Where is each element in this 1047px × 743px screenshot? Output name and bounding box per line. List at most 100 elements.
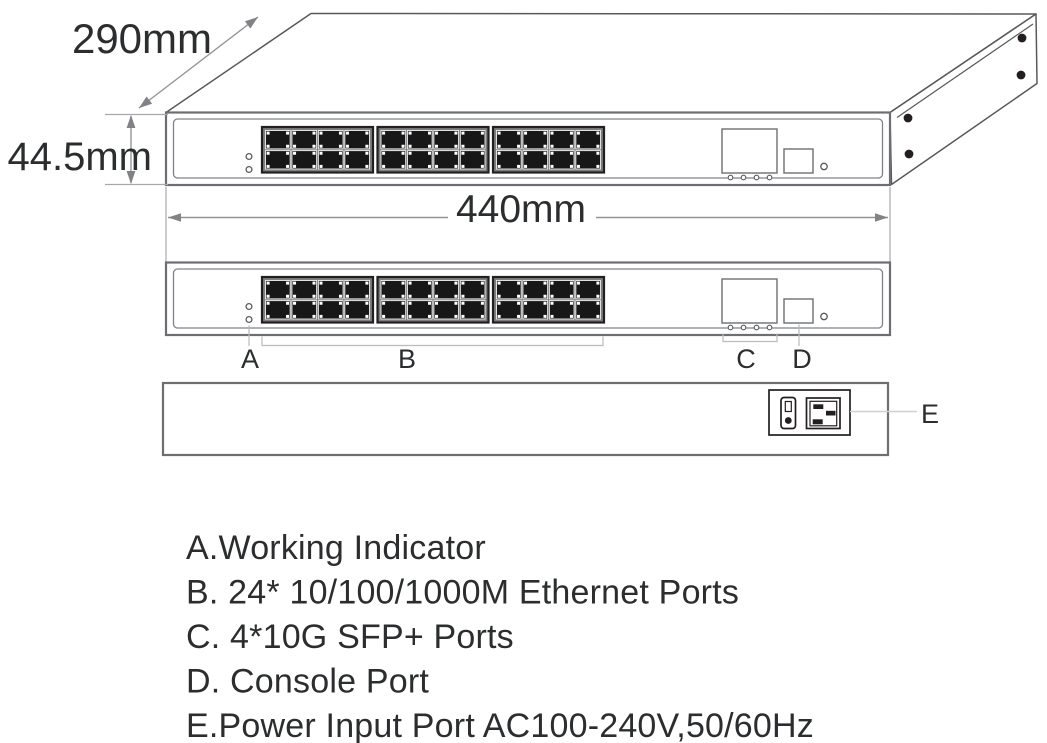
port-notch bbox=[401, 281, 405, 285]
ethernet-port bbox=[459, 300, 486, 320]
port-notch bbox=[461, 314, 465, 318]
port-notch bbox=[569, 314, 573, 318]
port-notch bbox=[454, 144, 458, 148]
height-dimension-label: 44.5mm bbox=[8, 135, 153, 179]
port-notch bbox=[286, 281, 290, 285]
port-notch bbox=[266, 314, 270, 318]
port-notch bbox=[401, 151, 405, 155]
port-notch bbox=[497, 301, 501, 305]
power-switch-mark-on bbox=[784, 400, 792, 413]
port-notch bbox=[382, 164, 386, 168]
port-notch bbox=[524, 281, 528, 285]
ethernet-port bbox=[575, 150, 601, 170]
port-notch bbox=[480, 144, 484, 148]
port-notch bbox=[435, 314, 438, 318]
port-notch bbox=[312, 301, 316, 305]
port-notch bbox=[569, 151, 573, 155]
port-notch bbox=[454, 294, 458, 298]
ethernet-port bbox=[407, 280, 433, 300]
ethernet-port bbox=[522, 280, 549, 300]
screw-hole bbox=[904, 149, 914, 159]
port-notch bbox=[319, 314, 323, 318]
ethernet-port bbox=[265, 300, 291, 320]
ethernet-ports bbox=[260, 125, 606, 174]
height-arrowhead-top bbox=[126, 115, 136, 128]
port-notch bbox=[524, 164, 528, 168]
port-notch bbox=[550, 281, 554, 285]
port-notch bbox=[365, 301, 369, 305]
port-notch bbox=[338, 301, 342, 305]
console-port bbox=[783, 148, 814, 174]
port-notch bbox=[293, 281, 297, 285]
port-notch bbox=[312, 281, 316, 285]
port-notch bbox=[293, 144, 297, 148]
port-notch bbox=[293, 301, 297, 305]
screw-hole bbox=[903, 113, 913, 123]
depth-dimension-label: 290mm bbox=[72, 15, 212, 62]
rear-view-outline bbox=[161, 381, 890, 457]
port-notch bbox=[286, 131, 290, 135]
port-notch bbox=[319, 301, 323, 305]
legend-item-a: A.Working Indicator bbox=[186, 529, 486, 567]
callouts: A B C D bbox=[241, 324, 812, 374]
port-notch bbox=[408, 144, 412, 148]
port-notch bbox=[286, 301, 290, 305]
port-notch bbox=[401, 301, 405, 305]
sfp-status-led bbox=[740, 324, 747, 331]
port-notch bbox=[312, 164, 316, 168]
port-notch bbox=[293, 151, 297, 155]
port-notch bbox=[345, 131, 349, 135]
port-notch bbox=[382, 131, 386, 135]
ethernet-port bbox=[317, 130, 344, 150]
port-notch bbox=[517, 281, 521, 285]
port-notch bbox=[569, 131, 573, 135]
ethernet-port bbox=[265, 130, 291, 150]
port-notch bbox=[596, 314, 600, 318]
isometric-view bbox=[164, 12, 1038, 187]
ethernet-ports bbox=[260, 275, 606, 324]
port-notch bbox=[517, 314, 521, 318]
ethernet-port bbox=[344, 300, 370, 320]
port-notch bbox=[266, 294, 270, 298]
depth-dimension-line bbox=[138, 16, 259, 109]
port-notch bbox=[454, 164, 458, 168]
ethernet-port bbox=[459, 150, 486, 170]
port-notch bbox=[365, 151, 369, 155]
port-notch bbox=[382, 294, 386, 298]
port-notch bbox=[497, 294, 501, 298]
port-notch bbox=[338, 144, 342, 148]
sfp-status-led bbox=[727, 324, 734, 331]
width-arrowhead-right bbox=[875, 213, 888, 222]
port-notch bbox=[543, 314, 547, 318]
port-notch bbox=[365, 144, 369, 148]
port-notch bbox=[435, 281, 438, 285]
port-notch bbox=[550, 301, 554, 305]
width-arrowhead-left bbox=[168, 213, 181, 222]
port-notch bbox=[497, 281, 501, 285]
port-notch bbox=[543, 144, 547, 148]
sfp-status-leds bbox=[727, 324, 773, 331]
port-notch bbox=[517, 294, 521, 298]
ethernet-port bbox=[380, 280, 407, 300]
port-notch bbox=[596, 131, 600, 135]
port-notch bbox=[286, 164, 290, 168]
port-notch bbox=[266, 131, 270, 135]
sfp-status-led bbox=[740, 174, 747, 181]
port-notch bbox=[569, 294, 573, 298]
port-notch bbox=[266, 151, 270, 155]
port-notch bbox=[543, 294, 547, 298]
port-notch bbox=[293, 294, 297, 298]
side-screw-holes bbox=[903, 33, 1027, 159]
callout-b-label: B bbox=[398, 344, 416, 374]
port-notch bbox=[454, 281, 458, 285]
port-notch bbox=[596, 164, 600, 168]
port-notch bbox=[576, 281, 580, 285]
port-notch bbox=[312, 151, 316, 155]
port-notch bbox=[408, 314, 412, 318]
port-notch bbox=[596, 144, 600, 148]
port-notch bbox=[576, 294, 580, 298]
port-notch bbox=[596, 294, 600, 298]
dimension-width: 440mm bbox=[165, 187, 891, 262]
port-notch bbox=[293, 131, 297, 135]
